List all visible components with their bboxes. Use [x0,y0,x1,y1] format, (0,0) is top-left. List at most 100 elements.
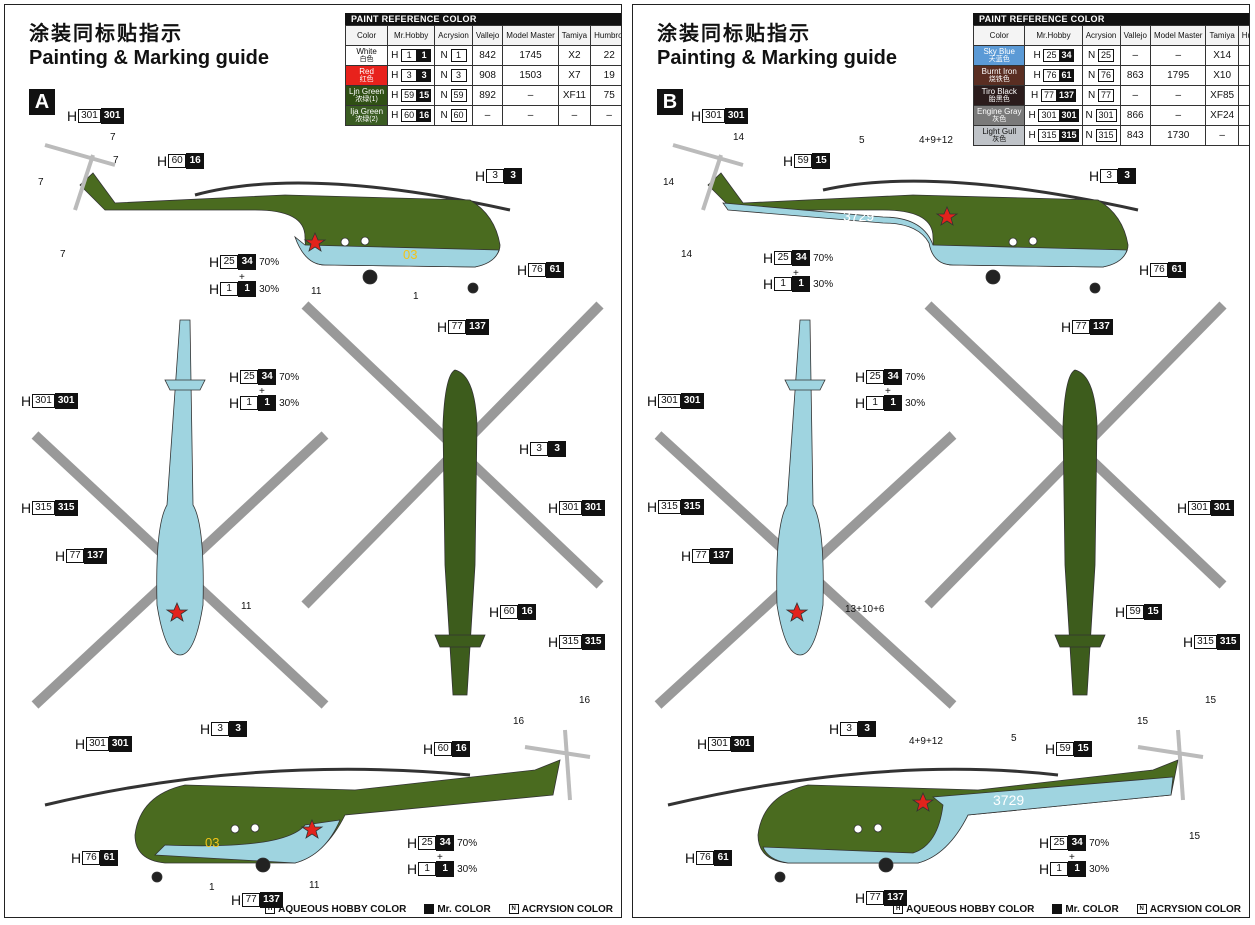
table-caption: PAINT REFERENCE COLOR [345,13,621,25]
column-header: Tamiya [557,25,592,46]
h-prefix: H [209,254,220,270]
table-cell: X10 [1205,65,1239,86]
tail-rotor-blade [1137,745,1204,759]
color-code: 1 [258,395,277,411]
acrysion-code: 76 [1098,69,1115,82]
wheel [878,857,894,873]
h-prefix: H [1183,634,1194,650]
h-prefix: H [209,281,220,297]
color-code: 1 [238,281,257,297]
hobby-code: 3 [530,442,549,456]
n-prefix: N [440,70,451,81]
h-prefix: H [548,634,559,650]
tail-rotor-blade [524,745,591,759]
color-code: 61 [714,850,733,866]
window [853,824,863,834]
tail-plane [434,634,486,648]
side-code-marking: 3729 [843,208,874,224]
n-prefix: N [440,90,451,101]
table-cell: 843 [1119,125,1151,146]
h-prefix: H [229,369,240,385]
blue-cheatline [762,776,1174,864]
hobby-code: 60 [500,605,519,619]
hobby-code: 59 [794,154,813,168]
hobby-code: 1 [866,396,885,410]
decal-number: 5 [1011,733,1017,744]
red-star-roundel [303,231,327,252]
h-prefix: H [489,604,500,620]
color-code: 15 [812,153,831,169]
color-code: 34 [1068,835,1087,851]
hobby-code: 301 [32,394,55,408]
tail-plane [784,379,826,391]
legend-mr-color: Mr. COLOR [424,904,491,915]
h-prefix: H [71,850,82,866]
color-code: 15 [417,89,432,102]
tail-rotor-blade [701,154,723,211]
page-title-en: Painting & Marking guide [29,47,270,69]
mix-percent: 70% [813,252,834,264]
helicopter-bottom-view [31,319,329,709]
main-rotor-blade [44,767,471,807]
color-name: Red [359,66,374,76]
color-code: 301 [724,108,748,124]
color-name: Ljn Green [349,86,385,96]
acrysion-code: 301 [1095,109,1117,122]
color-code: 1 [436,861,455,877]
color-code: 16 [186,153,205,169]
decal-number: 11 [241,601,252,612]
h-prefix: H [229,395,240,411]
hobby-code: 1 [401,49,418,62]
color-code: 16 [518,604,537,620]
h-prefix: H [1089,168,1100,184]
helicopter-illustrations: 03 03 [31,143,604,883]
wheel [467,282,479,294]
paint-reference-table: PAINT REFERENCE COLOR Color Mr.Hobby Acr… [344,13,621,126]
acrysion-code: 1 [450,49,467,62]
mix-percent: 30% [813,278,834,290]
helicopter-side-view-bottom [44,729,591,883]
color-name: Ija Green [350,106,384,116]
tail-plane [164,379,206,391]
window [360,236,370,246]
h-prefix: H [391,90,402,101]
mix-percent: 30% [905,397,926,409]
h-prefix: H [855,395,866,411]
n-prefix: N [1088,50,1099,61]
color-name-cn: 灰色 [992,115,1007,123]
color-code: 1 [417,49,432,62]
window [1008,237,1018,247]
color-code: 137 [1090,319,1113,335]
decal-number: 5 [859,135,865,146]
color-code: 34 [238,254,257,270]
mix-percent: 70% [259,256,280,268]
color-code: 61 [1168,262,1187,278]
h-prefix: H [517,262,528,278]
hobby-code: 77 [448,320,467,334]
color-code: 137 [884,890,907,906]
n-prefix: N [1085,110,1096,121]
tail-rotor-blade [1176,729,1185,801]
